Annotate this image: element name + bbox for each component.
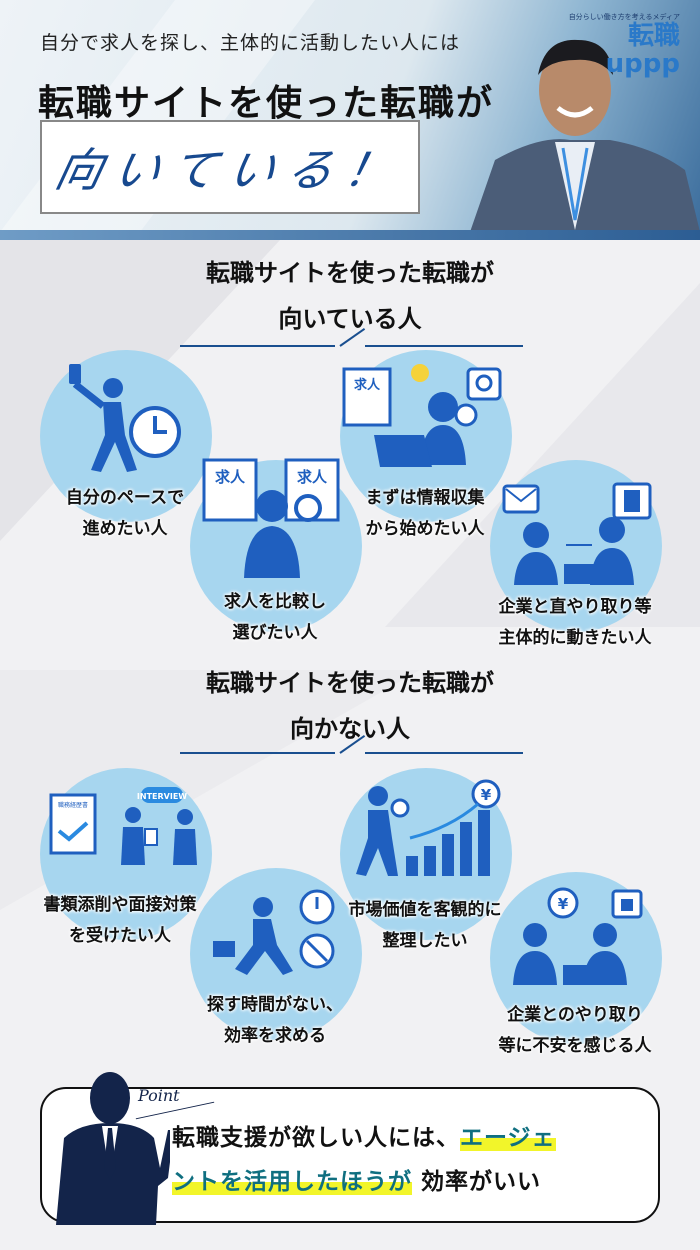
market-value-chart-icon: ¥ [356,779,501,876]
point-text-line1: 転職支援が欲しい人には、エージェ [172,1125,556,1151]
emphasis-text: 向いている！ [50,143,409,197]
unsuited-item-1-label: 書類添削や面接対策を受けたい人 [43,895,197,946]
job-card-label: 求人 [354,377,381,393]
yen-label: ¥ [481,786,492,804]
businessman-photo [470,39,700,232]
unsuited-item-3-label: 市場価値を客観的に整理したい [348,900,502,951]
suited-item-2-label: 求人を比較し選びたい人 [224,592,326,643]
company-communication-icon [502,482,652,585]
yen-label: ¥ [558,895,569,913]
unsuited-heading-line1: 転職サイトを使った転職が [206,669,494,697]
header-subtitle: 自分で求人を探し、主体的に活動したい人には [40,32,461,54]
suited-item-3-label: まずは情報収集から始めたい人 [365,488,485,539]
job-card-label: 求人 [297,468,328,486]
header-title: 転職サイトを使った転職が [38,83,495,124]
point-highlight: ントを活用したほうが [172,1169,412,1195]
header-stripe [0,230,700,240]
unsuited-heading-line2: 向かない人 [290,715,410,743]
logo-tagline: 自分らしい働き方を考えるメディア [568,13,680,21]
site-logo: 自分らしい働き方を考えるメディア 転職 uppp [560,12,680,78]
suited-heading-line1: 転職サイトを使った転職が [206,259,494,287]
research-laptop-icon: 求人 [342,364,502,467]
divider [180,752,335,754]
point-text-line2: ントを活用したほうが 効率がいい [172,1169,542,1195]
point-highlight: エージェ [460,1125,556,1151]
walking-phone-clock-icon [69,364,181,472]
suited-heading: 転職サイトを使った転職が 向いている人 [0,250,700,342]
suited-heading-line2: 向いている人 [278,305,422,333]
divider [365,752,523,754]
suited-item-1-label: 自分のペースで進めたい人 [65,488,185,539]
resume-label: 職務経歴書 [58,801,88,809]
header-banner: 自分らしい働き方を考えるメディア 転職 uppp 自分で求人を探し、主体的に活動… [0,0,700,232]
running-busy-icon [213,889,335,975]
interview-bubble-label: INTERVIEW [137,792,187,801]
unsuited-heading: 転職サイトを使った転職が 向かない人 [0,660,700,752]
divider [180,345,335,347]
point-label: Point [138,1086,180,1105]
divider [365,345,523,347]
businessman-silhouette-icon [56,1072,170,1225]
emphasis-box: 向いている！ [40,120,420,214]
logo-name: 転職 uppp [605,21,680,79]
suited-item-1-circle [40,350,212,522]
suited-item-4-label: 企業と直やり取り等主体的に動きたい人 [498,597,652,648]
job-card-label: 求人 [215,468,246,486]
unsuited-item-2-label: 探す時間がない、効率を求める [207,995,343,1046]
unsuited-item-4-label: 企業とのやり取り等に不安を感じる人 [498,1005,652,1056]
worried-person-icon: ¥ [513,887,643,985]
compare-jobs-icon: 求人 求人 [202,458,340,578]
interview-icon: 職務経歴書 INTERVIEW [49,787,197,865]
